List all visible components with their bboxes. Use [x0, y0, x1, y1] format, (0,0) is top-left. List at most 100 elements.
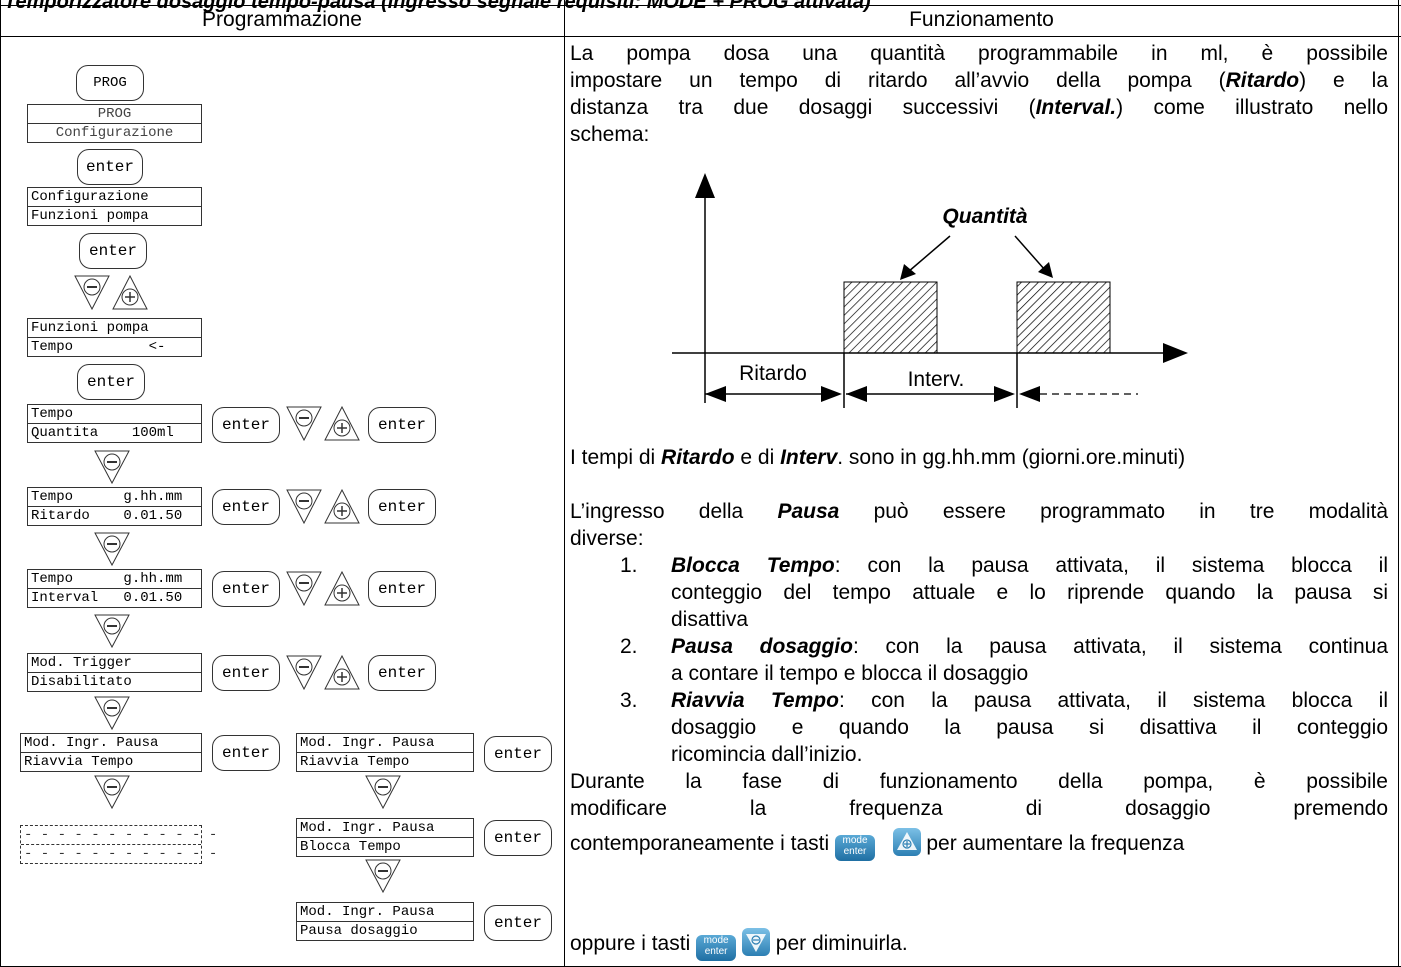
outro-text: per diminuirla.: [775, 932, 908, 955]
list-term: Blocca Tempo: [671, 554, 835, 577]
mode-key-line: mode: [703, 935, 729, 946]
interv-term: Interv: [780, 446, 838, 469]
minus-key-icon[interactable]: [92, 448, 132, 486]
lcd-line: Quantita 100ml: [31, 425, 174, 441]
minus-plus-keys-icon[interactable]: [284, 569, 364, 609]
minus-key-icon[interactable]: [92, 530, 132, 568]
enter-key-button[interactable]: enter: [484, 736, 552, 772]
table-right-border: [1398, 0, 1399, 967]
enter-key-button[interactable]: enter: [77, 149, 143, 185]
intro-line-1: La pompa dosa una quantità programmabile…: [570, 42, 1388, 65]
lcd-line: Riavvia Tempo: [24, 754, 134, 770]
pause-intro-line-2: diverse:: [570, 527, 644, 550]
list-item: 3. Riavvia Tempo: con la pausa attivata,…: [620, 687, 1388, 768]
list-text: : con la pausa attivata, il sistema bloc…: [838, 689, 1388, 712]
lcd-line: Mod. Ingr. Pausa: [21, 734, 201, 753]
enter-key-button[interactable]: enter: [212, 655, 280, 691]
table-top-border: [0, 5, 1401, 6]
lcd-line: Riavvia Tempo: [300, 754, 410, 770]
lcd-placeholder: - - - - - - - - - - - - - - - - - - - - …: [20, 825, 217, 864]
times-text: . sono in gg.hh.mm (giorni.ore.minuti): [837, 446, 1186, 469]
lcd-line: Configurazione: [28, 188, 201, 207]
plus-key-icon: [892, 828, 921, 856]
enter-key-button[interactable]: enter: [368, 407, 436, 443]
minus-plus-keys-icon[interactable]: [72, 273, 152, 313]
enter-key-button[interactable]: enter: [484, 905, 552, 941]
list-number: 3.: [620, 689, 638, 712]
minus-key-icon[interactable]: [92, 694, 132, 732]
intro-line-4: schema:: [570, 123, 650, 146]
enter-key-button[interactable]: enter: [212, 571, 280, 607]
lcd-line: Interval 0.01.50: [31, 590, 183, 606]
quantity-label: Quantità: [942, 205, 1027, 228]
times-format-line: I tempi di Ritardo e di Interv. sono in …: [570, 444, 1388, 471]
header-funzionamento: Funzionamento: [909, 8, 1054, 31]
enter-key-button[interactable]: enter: [368, 489, 436, 525]
list-line: Riavvia Tempo: con la pausa attivata, il…: [671, 687, 1388, 714]
intro-text: impostare un tempo di ritardo all’avvio …: [570, 69, 1226, 92]
outro-text: oppure i tasti: [570, 932, 691, 955]
outro-text: contemporaneamente i tasti: [570, 832, 830, 855]
lcd-funzioni-pompa: Funzioni pompa Tempo <-: [27, 318, 202, 357]
ritardo-term: Ritardo: [1225, 69, 1300, 92]
intro-line-2: impostare un tempo di ritardo all’avvio …: [570, 67, 1388, 94]
intro-line-3: distanza tra due dosaggi successivi (Int…: [570, 94, 1388, 121]
pausa-term: Pausa: [777, 500, 840, 523]
interval-term: Interval.: [1035, 96, 1117, 119]
minus-plus-keys-icon[interactable]: [284, 404, 364, 444]
list-term: Pausa dosaggio: [671, 635, 853, 658]
lcd-line: Tempo <-: [31, 339, 166, 355]
pause-intro-line-1: L’ingresso della Pausa può essere progra…: [570, 498, 1388, 525]
lcd-mod-ingr-pausa-dosaggio: Mod. Ingr. Pausa Pausa dosaggio: [296, 902, 474, 941]
lcd-line: Tempo: [28, 405, 201, 424]
list-line: a contare il tempo e blocca il dosaggio: [671, 662, 1029, 685]
minus-plus-keys-icon[interactable]: [284, 653, 364, 693]
column-divider: [564, 0, 565, 967]
list-term: Riavvia Tempo: [671, 689, 839, 712]
timing-diagram: Quantità Ritardo Interv.: [672, 173, 1188, 408]
lcd-mod-ingr-pausa-riavvia: Mod. Ingr. Pausa Riavvia Tempo: [296, 733, 474, 772]
minus-key-icon[interactable]: [92, 773, 132, 811]
delay-label: Ritardo: [739, 362, 807, 385]
enter-key-button[interactable]: enter: [212, 489, 280, 525]
header-programmazione: Programmazione: [202, 8, 362, 31]
list-line: conteggio del tempo attuale e lo riprend…: [671, 581, 1388, 604]
prog-key-button[interactable]: PROG: [76, 65, 144, 101]
mode-key-line: enter: [704, 946, 728, 957]
minus-key-icon: [741, 928, 770, 956]
list-line: ricomincia dall’inizio.: [671, 743, 863, 766]
list-text: : con la pausa attivata, il sistema cont…: [852, 635, 1388, 658]
lcd-line: PROG: [28, 105, 201, 124]
intro-text: distanza tra due dosaggi successivi (: [570, 96, 1036, 119]
enter-key-button[interactable]: enter: [368, 655, 436, 691]
minus-key-icon[interactable]: [92, 612, 132, 650]
list-number: 2.: [620, 635, 638, 658]
times-text: I tempi di: [570, 446, 662, 469]
enter-key-button[interactable]: enter: [212, 407, 280, 443]
enter-key-button[interactable]: enter: [484, 820, 552, 856]
outro-line-1: Durante la fase di funzionamento della p…: [570, 770, 1388, 793]
lcd-mod-trigger: Mod. Trigger Disabilitato: [27, 653, 202, 692]
list-line: Pausa dosaggio: con la pausa attivata, i…: [671, 633, 1388, 660]
minus-plus-keys-icon[interactable]: [284, 487, 364, 527]
minus-key-icon[interactable]: [363, 857, 403, 895]
enter-key-button[interactable]: enter: [79, 233, 147, 269]
enter-key-button[interactable]: enter: [77, 364, 145, 400]
enter-key-button[interactable]: enter: [212, 735, 280, 771]
lcd-line: Pausa dosaggio: [300, 923, 418, 939]
list-number: 1.: [620, 554, 638, 577]
intro-text: ) e la: [1299, 69, 1388, 92]
list-item: 1. Blocca Tempo: con la pausa attivata, …: [620, 552, 1388, 633]
cutoff-heading: Temporizzatore dosaggio tempo-pausa (ing…: [4, 0, 871, 13]
enter-key-button[interactable]: enter: [368, 571, 436, 607]
list-line: dosaggio e quando la pausa si disattiva …: [671, 716, 1388, 739]
minus-key-icon[interactable]: [363, 773, 403, 811]
list-item: 2. Pausa dosaggio: con la pausa attivata…: [620, 633, 1388, 687]
times-text: e di: [734, 446, 781, 469]
lcd-line: Mod. Ingr. Pausa: [297, 903, 473, 922]
lcd-line: Mod. Ingr. Pausa: [297, 734, 473, 753]
lcd-line: Tempo g.hh.mm: [28, 488, 201, 507]
lcd-line: - - - - - - - - - - - -: [21, 826, 217, 845]
